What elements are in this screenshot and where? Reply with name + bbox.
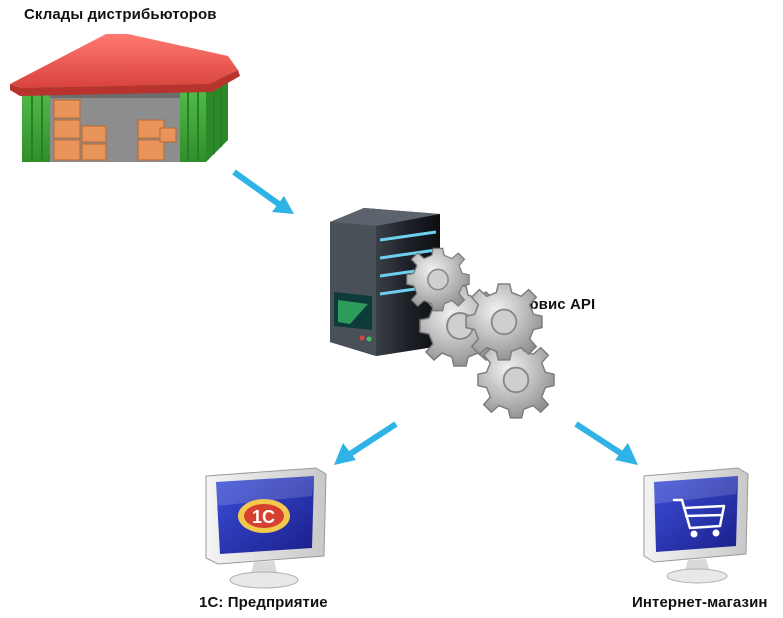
- arrow-api-to-shop: [574, 421, 638, 465]
- monitor-cart-icon: [643, 467, 749, 584]
- warehouse-icon: [10, 34, 240, 162]
- api-service-node: [320, 206, 565, 421]
- logo-1c-text: 1С: [252, 507, 275, 527]
- arrow-warehouse-to-api: [232, 169, 294, 214]
- erp-node: 1С: [200, 466, 330, 591]
- warehouse-node: [10, 28, 240, 168]
- arrow-api-to-erp: [334, 421, 398, 465]
- online-shop-node: [640, 466, 760, 586]
- erp-label: 1С: Предприятие: [199, 594, 328, 611]
- monitor-1c-icon: 1С: [205, 467, 327, 589]
- warehouse-label: Склады дистрибьюторов: [24, 6, 217, 23]
- online-shop-label: Интернет-магазин: [632, 594, 768, 611]
- server-gears-icon: [330, 208, 555, 419]
